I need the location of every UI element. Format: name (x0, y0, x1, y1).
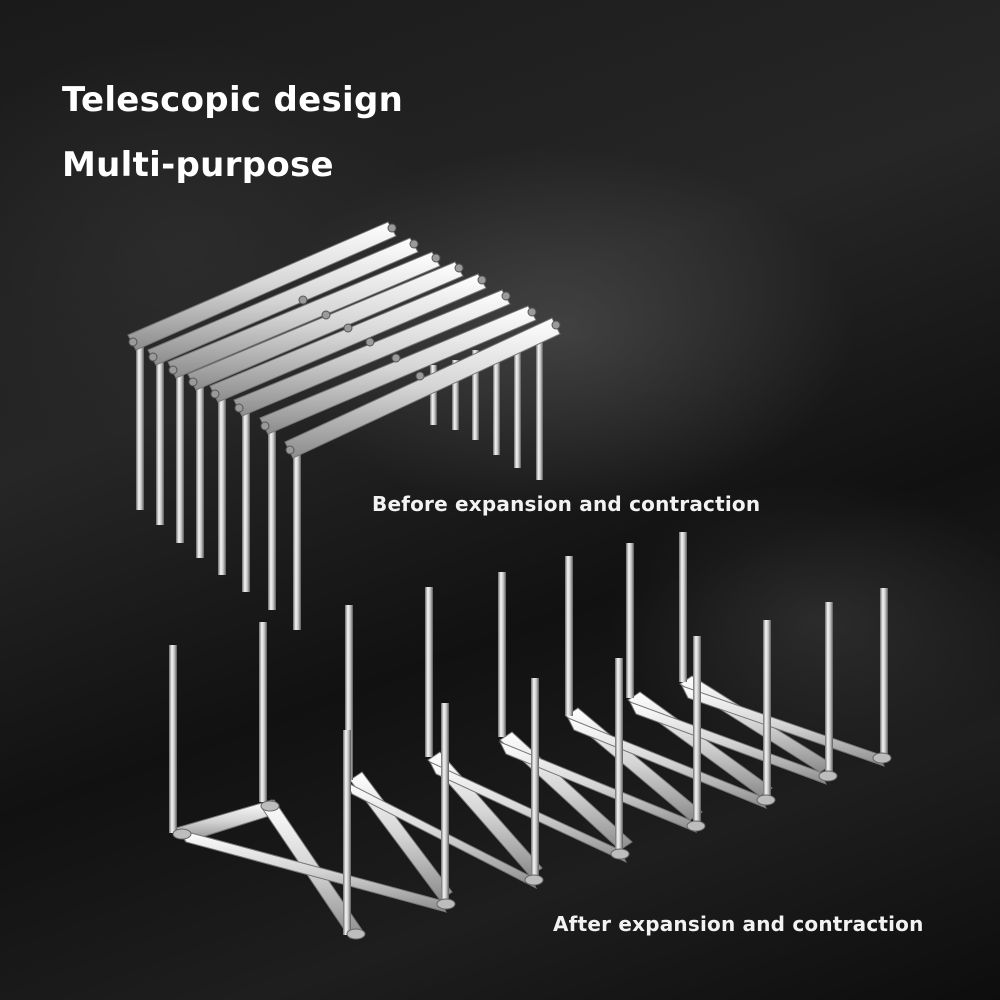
expanded-rack-feet (172, 752, 892, 940)
collapsed-rack-rivets (128, 223, 561, 455)
expanded-rack-links (175, 675, 885, 939)
expanded-rack (169, 532, 892, 940)
headline-multipurpose: Multi-purpose (62, 145, 334, 185)
expanded-rack-rods (169, 532, 888, 935)
collapsed-rack-rods (136, 330, 543, 630)
caption-after: After expansion and contraction (553, 912, 924, 936)
caption-before: Before expansion and contraction (372, 492, 761, 516)
headline-telescopic: Telescopic design (62, 80, 404, 120)
collapsed-rack (127, 221, 561, 630)
